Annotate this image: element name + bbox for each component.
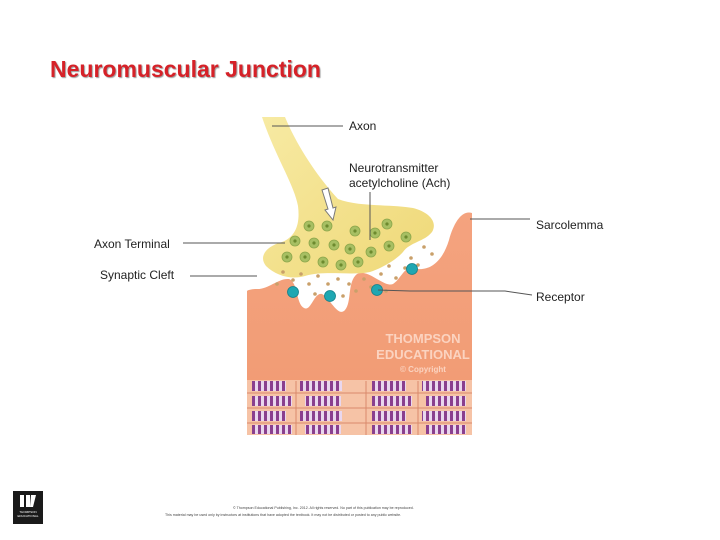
label-acetylcholine: acetylcholine (Ach) xyxy=(349,176,451,190)
acetylcholine-molecules xyxy=(275,245,434,298)
receptors xyxy=(287,263,418,302)
logo-mark-icon xyxy=(20,495,36,507)
logo-text: THOMPSON EDUCATIONAL xyxy=(17,510,39,518)
label-axon: Axon xyxy=(349,119,377,133)
label-neurotransmitter: Neurotransmitter xyxy=(349,161,439,175)
publisher-logo: THOMPSON EDUCATIONAL xyxy=(13,491,43,524)
label-receptor: Receptor xyxy=(536,290,585,304)
page-title: Neuromuscular Junction xyxy=(50,56,321,82)
label-sarcolemma: Sarcolemma xyxy=(536,218,604,232)
leader-lines xyxy=(183,125,533,296)
muscle-fiber xyxy=(247,212,472,435)
label-axon-terminal: Axon Terminal xyxy=(94,237,170,251)
myofibrils xyxy=(247,380,472,435)
copyright-line-1: © Thompson Educational Publishing, Inc. … xyxy=(233,506,414,510)
watermark: THOMPSON EDUCATIONAL © Copyright xyxy=(376,331,470,374)
copyright-line-2: This material may be used only by instru… xyxy=(165,513,402,517)
svg-text:© Copyright: © Copyright xyxy=(400,365,446,374)
label-synaptic-cleft: Synaptic Cleft xyxy=(100,268,175,282)
svg-text:THOMPSON: THOMPSON xyxy=(385,331,460,346)
release-arrow xyxy=(321,187,337,222)
axon-terminal xyxy=(262,117,434,278)
svg-text:EDUCATIONAL: EDUCATIONAL xyxy=(376,347,470,362)
